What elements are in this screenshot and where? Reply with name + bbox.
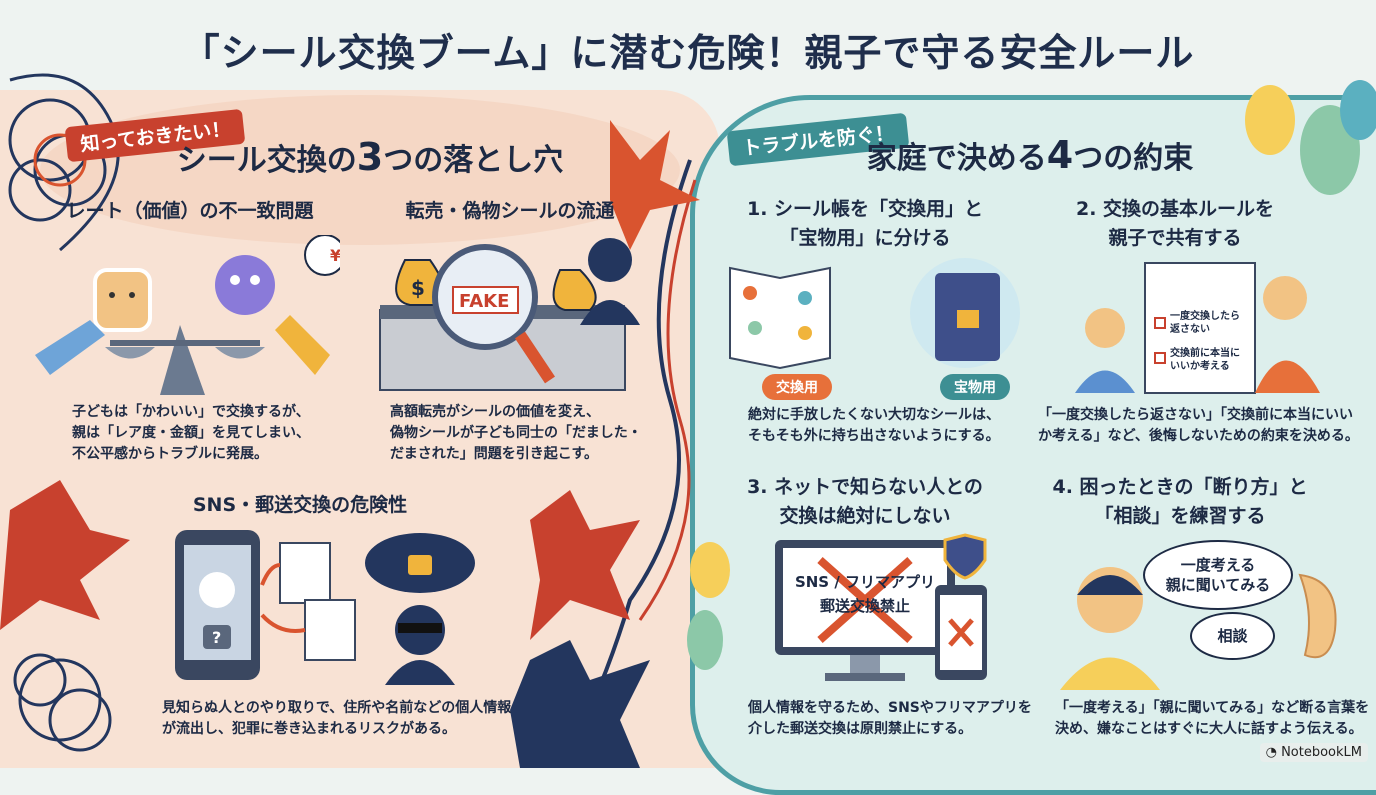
pitfall-3-body: 見知らぬ人とのやり取りで、住所や名前などの個人情報 が流出し、犯罪に巻き込まれる…: [162, 700, 512, 737]
heading-text: つの落とし穴: [383, 143, 564, 178]
ban-screen-text: SNS / フリマアプリ 郵送交換禁止: [794, 573, 936, 615]
online-ban-illustration: [775, 533, 987, 681]
notebooklm-watermark: ◔ NotebookLM: [1259, 743, 1368, 762]
balance-scale-illustration: ¥: [35, 235, 340, 395]
promise-1-body: 絶対に手放したくない大切なシールは、 そもそも外に持ち出さないようにする。: [748, 407, 1000, 444]
child-practice-illustration: [1060, 567, 1337, 690]
promise-4-body: 「一度考える」「親に聞いてみる」など断る言葉を 決め、嫌なことはすぐに大人に話す…: [1055, 700, 1370, 737]
right-panel: [690, 95, 1376, 795]
sns-danger-illustration: ?: [175, 530, 475, 685]
pitfall-2-body: 高額転売がシールの価値を変え、 偽物シールが子ども同士の「だました・ だまされた…: [390, 404, 642, 462]
exchange-book-label: 交換用: [762, 374, 832, 400]
dollar-sign: $: [411, 276, 425, 300]
plant-decoration-icon: [687, 542, 730, 670]
plant-decoration-icon: [1245, 80, 1376, 195]
promise-1-title: 1. シール帳を「交換用」と 「宝物用」に分ける: [746, 198, 984, 249]
heading-number: 4: [1046, 133, 1074, 177]
promise-3-body: 個人情報を守るため、SNSやフリマアプリを 介した郵送交換は原則禁止にする。: [748, 700, 1032, 737]
rule-check-1: 一度交換したら 返さない: [1170, 311, 1240, 335]
treasure-book-label: 宝物用: [940, 374, 1010, 400]
yen-sign: ¥: [330, 246, 340, 265]
pitfall-2-title: 転売・偽物シールの流通: [405, 200, 615, 222]
left-section-heading: シール交換の3つの落とし穴: [140, 135, 600, 179]
thorn-vine-divider-icon: [510, 120, 700, 768]
watermark-text: NotebookLM: [1281, 745, 1362, 760]
heading-text: シール交換の: [176, 143, 357, 178]
promise-4-title: 4. 困ったときの「断り方」と 「相談」を練習する: [1052, 476, 1308, 527]
promise-2-title: 2. 交換の基本ルールを 親子で共有する: [1075, 198, 1275, 249]
tangle-scribble-icon: [8, 73, 120, 252]
pitfall-3-title: SNS・郵送交換の危険性: [192, 494, 408, 516]
pitfall-1-body: 子どもは「かわいい」で交換するが、 親は「レア度・金額」を見てしまい、 不公平感…: [72, 404, 310, 462]
speech-bubble-decline: 一度考える 親に聞いてみる: [1143, 540, 1293, 610]
promise-3-title: 3. ネットで知らない人との 交換は絶対にしない: [747, 476, 983, 527]
question-mark: ?: [212, 628, 221, 647]
fake-label: FAKE: [459, 291, 509, 312]
tangle-scribble-icon: [0, 480, 130, 752]
heading-text: つの約束: [1073, 141, 1194, 176]
rule-check-2: 交換前に本当に いいか考える: [1170, 348, 1240, 372]
right-section-heading: 家庭で決める4つの約束: [800, 133, 1260, 177]
heading-number: 3: [356, 135, 384, 179]
heading-text: 家庭で決める: [866, 141, 1047, 176]
pitfall-1-title: レート（価値）の不一致問題: [66, 200, 314, 222]
promise-2-body: 「一度交換したら返さない」「交換前に本当にいい か考える」など、後悔しないための…: [1038, 407, 1359, 444]
family-rules-illustration: [1075, 262, 1320, 394]
page-title: 「シール交換ブーム」に潜む危険！親子で守る安全ルール: [181, 31, 1195, 75]
sticker-books-illustration: [729, 258, 1020, 370]
speech-bubble-consult: 相談: [1190, 612, 1275, 660]
fake-sticker-conveyor-illustration: $ FAKE: [379, 238, 640, 391]
